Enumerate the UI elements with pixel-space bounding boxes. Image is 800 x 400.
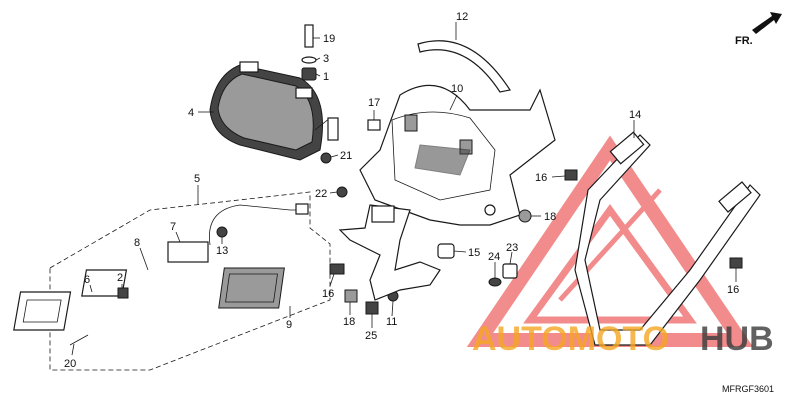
callout-5: 5	[194, 173, 200, 185]
part-2-bulb	[117, 287, 129, 299]
part-18-grommet-lower	[344, 289, 358, 303]
callout-21: 21	[340, 150, 352, 162]
callout-10: 10	[451, 83, 463, 95]
callout-8: 8	[134, 237, 140, 249]
callout-7: 7	[170, 221, 176, 233]
callout-2: 2	[117, 272, 123, 284]
part-24-washer	[488, 277, 502, 287]
callout-1: 1	[323, 71, 329, 83]
callout-12: 12	[456, 11, 468, 23]
part-6-lens	[13, 291, 72, 331]
harness-group-outline	[49, 191, 331, 371]
part-7-socket	[167, 241, 209, 263]
part-16-bolt-right-lower	[729, 257, 743, 269]
watermark-slash	[558, 188, 662, 302]
callout-24: 24	[488, 251, 500, 263]
callout-11: 11	[386, 316, 397, 328]
part-14-side-bracket	[574, 131, 761, 346]
part-21-nut	[320, 152, 332, 164]
callout-23: 23	[506, 242, 518, 254]
callout-9: 9	[286, 319, 292, 331]
license-light-harness	[13, 203, 309, 346]
callout-labels: 19 3 1 4 12 10 17 21 22 18 15 23 24 16 1…	[64, 11, 739, 370]
callout-18-lower: 18	[343, 316, 355, 328]
watermark-text-right: HUB	[700, 320, 774, 358]
callout-16-left: 16	[322, 288, 334, 300]
part-15-rubber	[437, 243, 455, 259]
callout-17: 17	[368, 97, 380, 109]
part-12-seal-strip	[417, 40, 511, 93]
callout-18-upper: 18	[544, 211, 556, 223]
front-arrow-icon	[752, 12, 782, 34]
callout-20: 20	[64, 358, 76, 370]
callout-4: 4	[188, 107, 194, 119]
watermark-text: AUTOMOTO HUB	[472, 320, 774, 358]
callout-16-right-upper: 16	[535, 172, 547, 184]
callout-15: 15	[468, 247, 480, 259]
part-17-clip	[367, 119, 381, 131]
part-4-tail-lamp	[209, 61, 339, 161]
watermark-text-left: AUTOMOTO	[472, 320, 669, 358]
diagram-code: MFRGF3601	[722, 384, 774, 394]
part-8-gasket	[81, 269, 128, 297]
front-direction-indicator: FR.	[735, 12, 782, 47]
callout-3: 3	[323, 53, 329, 65]
license-bracket	[338, 204, 441, 301]
part-10-rear-housing	[359, 84, 556, 226]
part-18-grommet-upper	[518, 209, 532, 223]
part-23-collar	[502, 263, 518, 279]
part-22-nut	[336, 186, 348, 198]
part-25-bolt	[365, 301, 379, 315]
callout-14: 14	[629, 109, 641, 121]
part-9-reflector	[218, 267, 285, 309]
leader-lines	[71, 22, 737, 356]
callout-22: 22	[315, 188, 327, 200]
front-direction-label: FR.	[735, 35, 753, 47]
callout-6: 6	[84, 274, 90, 286]
part-20-screw	[69, 334, 89, 346]
callout-16-right-lower: 16	[727, 284, 739, 296]
part-13-nut	[216, 226, 228, 238]
callout-25: 25	[365, 330, 377, 342]
part-16-bolt-right-upper	[564, 169, 578, 181]
bolt-stack-19-3-1	[301, 24, 317, 81]
callout-19: 19	[323, 33, 335, 45]
part-16-bolt-left	[329, 263, 345, 275]
callout-13: 13	[216, 245, 228, 257]
watermark-triangle-inner	[523, 204, 697, 324]
